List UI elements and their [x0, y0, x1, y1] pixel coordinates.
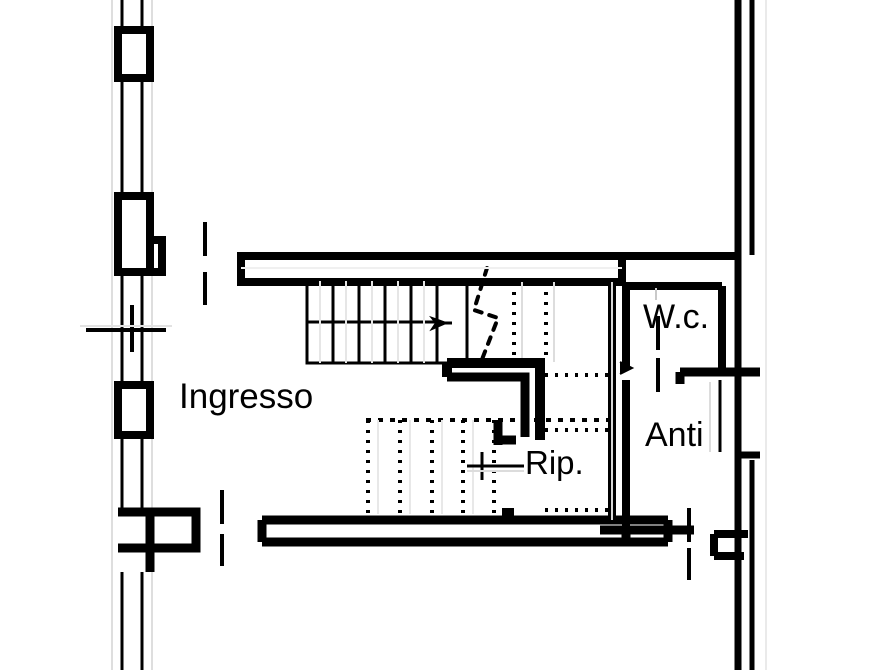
lower-staircase — [366, 418, 612, 514]
right-exterior-wall — [734, 0, 767, 670]
window-top-left — [114, 26, 154, 82]
stair-break-line — [471, 266, 501, 364]
top-interior-wall — [237, 252, 735, 286]
rip-leader-line — [467, 452, 524, 480]
window-mid-left — [114, 192, 166, 276]
stair-landing-handrail — [442, 358, 545, 445]
dimension-tick-marks — [203, 222, 691, 580]
mid-right-dotted-guides — [545, 373, 610, 512]
faint-construction-lines — [241, 267, 622, 520]
room-label-ingresso: Ingresso — [179, 377, 314, 416]
room-label-rip: Rip. — [525, 444, 584, 481]
stair-upper-dotted-guides — [512, 282, 555, 362]
wc-room-walls — [619, 282, 760, 535]
room-label-anti: Anti — [645, 416, 704, 454]
lower-left-wall-stub — [118, 507, 201, 572]
axis-crosshair-icon — [80, 305, 172, 352]
upper-staircase — [305, 279, 469, 365]
window-low-left — [114, 381, 154, 439]
room-label-wc: W.c. — [643, 298, 710, 336]
